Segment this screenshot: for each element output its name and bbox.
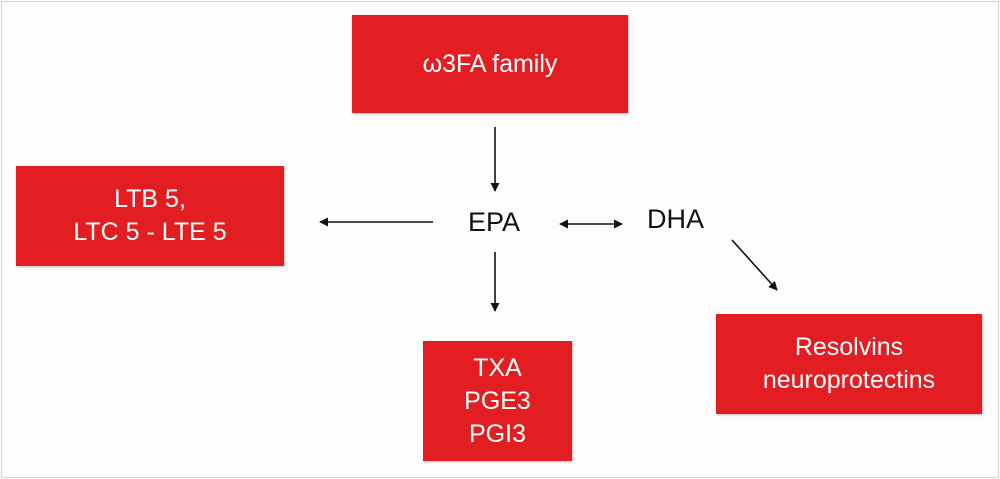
arrow-dha-to-resolvins	[731, 239, 778, 291]
resolvins-line-1: Resolvins	[794, 333, 904, 361]
prostanoids-line-1: TXA	[473, 353, 522, 382]
leukotrienes-line-2: LTC 5 - LTE 5	[73, 218, 227, 246]
prostanoids-line-2: PGE3	[464, 386, 531, 415]
omega3-family-label: ω3FA family	[422, 49, 558, 78]
leukotrienes-box: LTB 5, LTC 5 - LTE 5	[16, 166, 284, 266]
resolvins-box: Resolvins neuroprotectins	[716, 314, 982, 414]
prostanoids-box: TXA PGE3 PGI3	[423, 341, 572, 461]
leukotrienes-line-1: LTB 5,	[114, 185, 186, 213]
omega3-family-box: ω3FA family	[352, 15, 628, 113]
prostanoids-line-3: PGI3	[469, 419, 526, 448]
epa-node-label: EPA	[468, 207, 521, 237]
dha-node-label: DHA	[647, 204, 705, 234]
resolvins-line-2: neuroprotectins	[762, 366, 936, 394]
